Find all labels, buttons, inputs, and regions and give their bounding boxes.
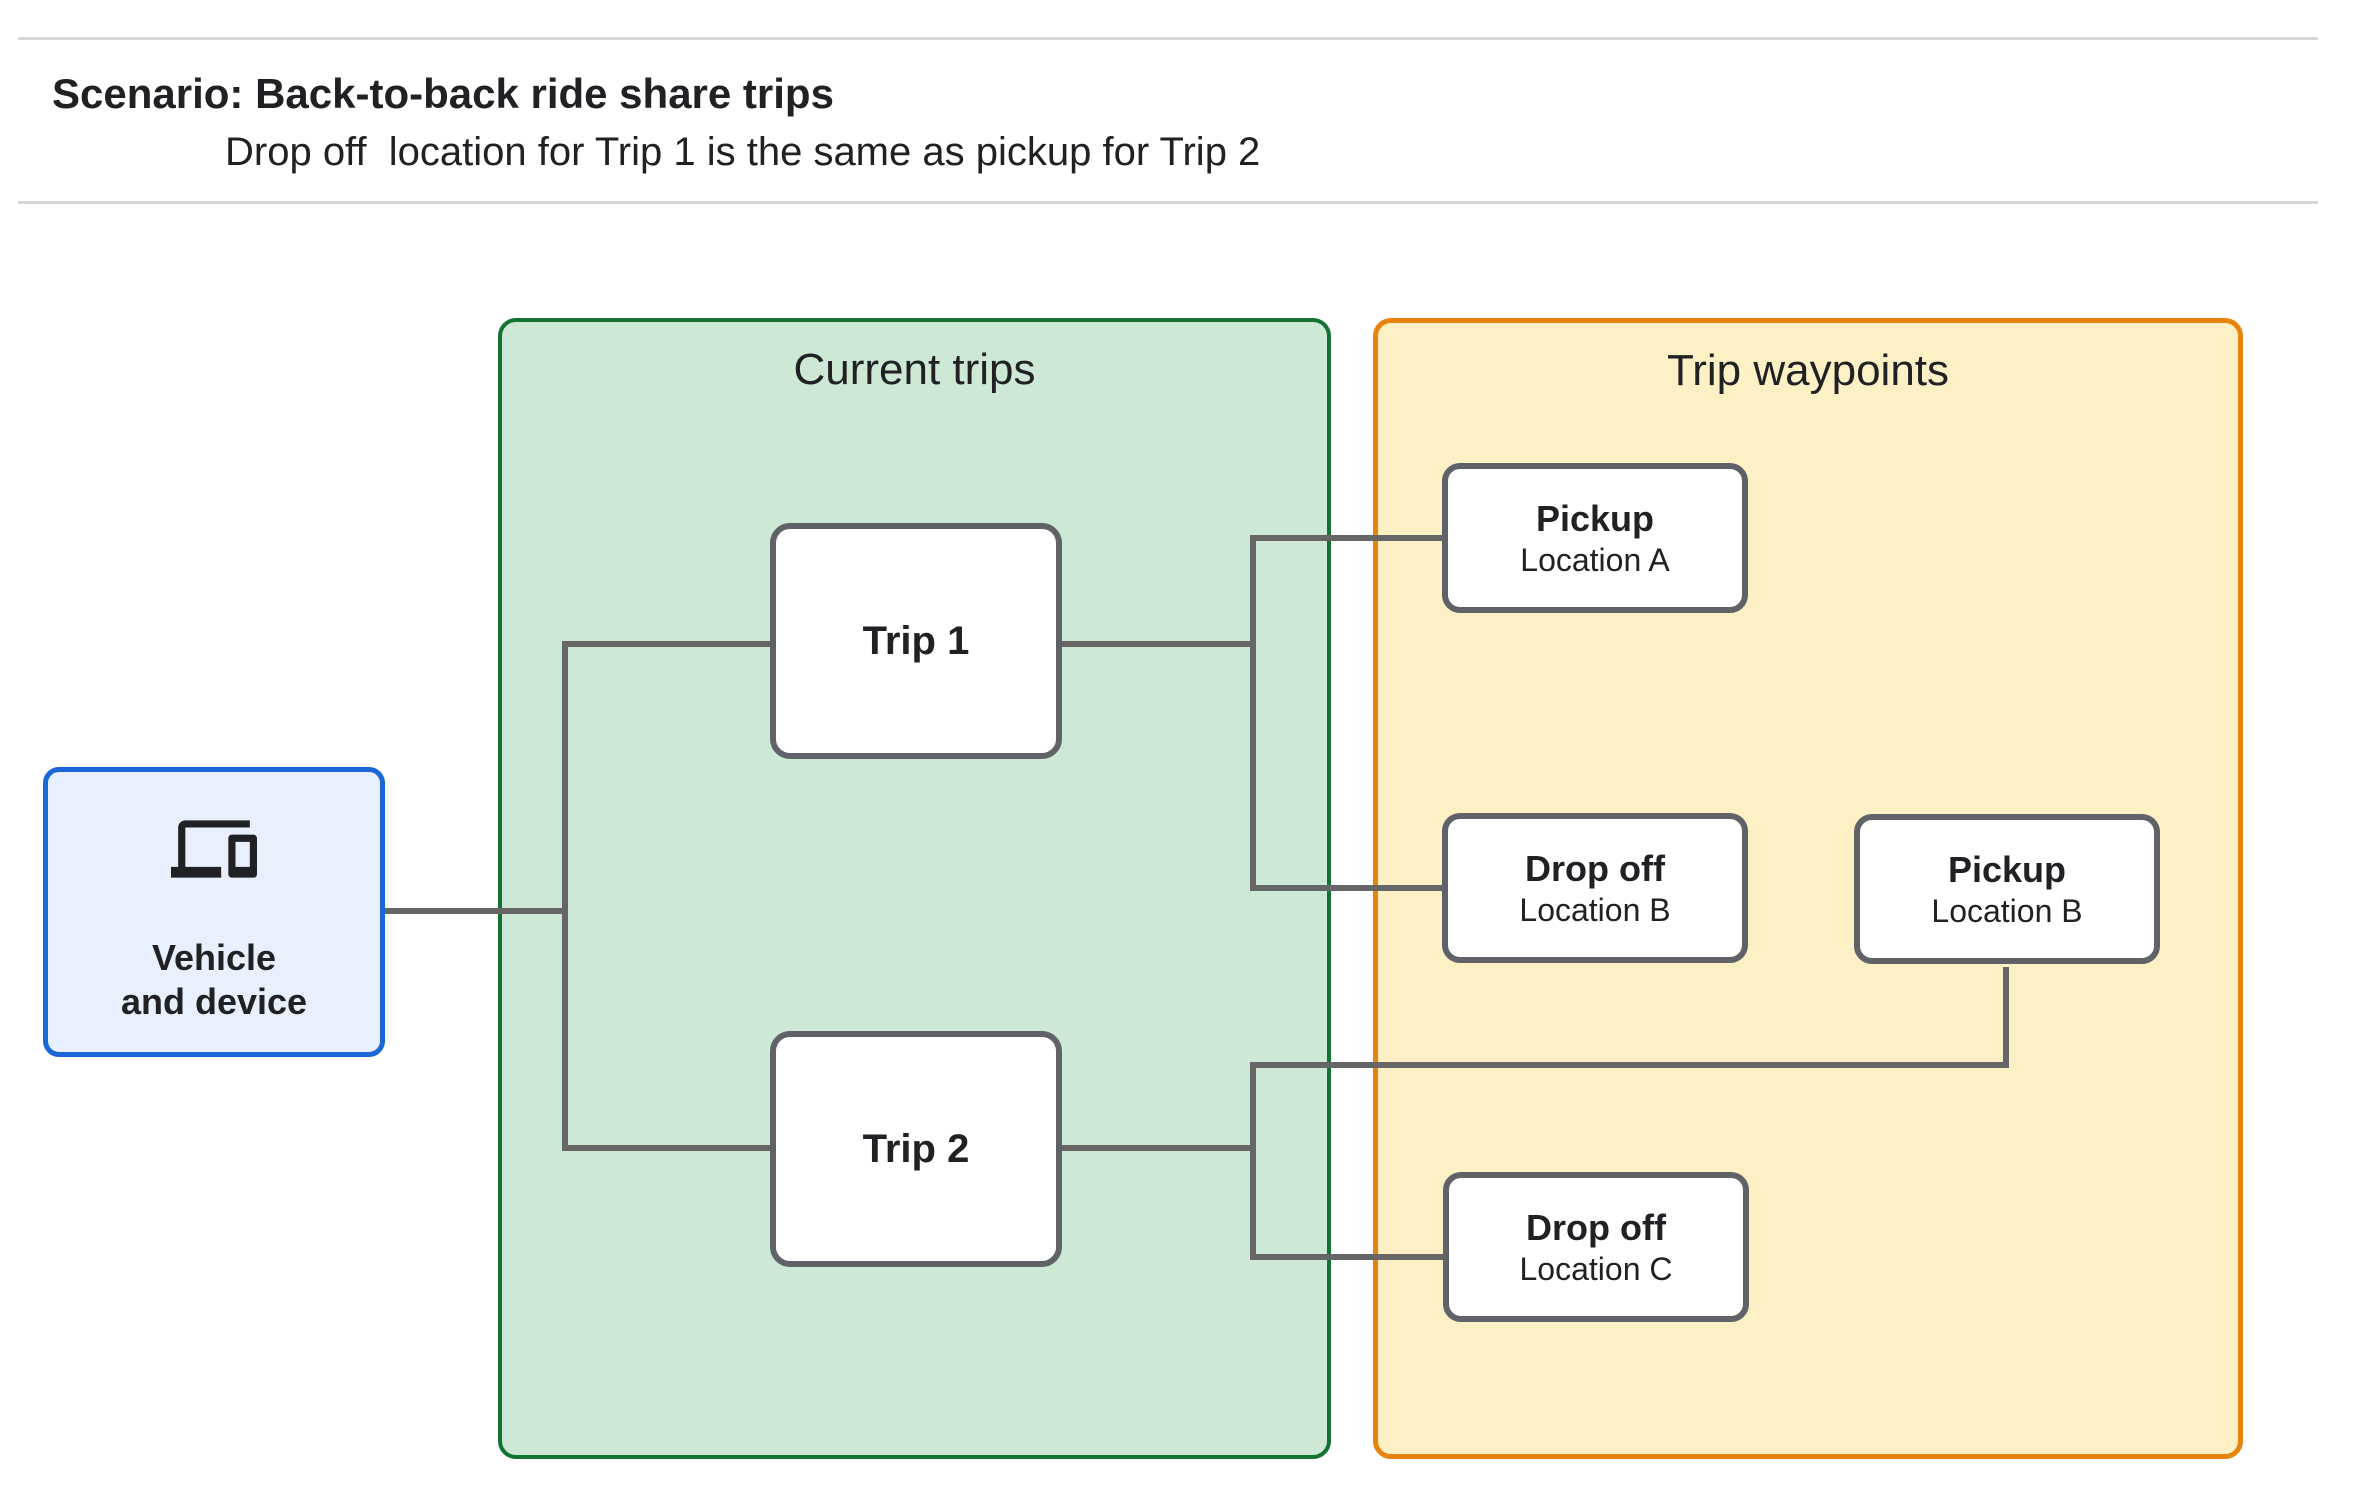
waypoint-location: Location A: [1520, 542, 1670, 578]
waypoint-dropoff-location-c: Drop off Location C: [1443, 1172, 1749, 1322]
waypoint-dropoff-location-b: Drop off Location B: [1442, 813, 1748, 963]
header-title: Scenario: Back-to-back ride share trips: [52, 70, 834, 117]
current-trips-title: Current trips: [793, 345, 1036, 394]
waypoint-location: Location B: [1931, 893, 2083, 929]
trip-1-label: Trip 1: [862, 618, 970, 663]
divider-bottom: [18, 201, 2318, 204]
vehicle-label-line1: Vehicle: [151, 937, 277, 978]
header-subtitle: Drop off location for Trip 1 is the same…: [225, 130, 1261, 174]
waypoint-type: Pickup: [1535, 498, 1655, 539]
connector-to-pickup-a: [1250, 535, 1442, 541]
trip-2-node: Trip 2: [770, 1031, 1062, 1267]
connector-pickup-b-down: [2003, 967, 2009, 1068]
vehicle-label-line2: and device: [120, 981, 308, 1022]
connector-junction-to-trip2: [562, 1145, 770, 1151]
divider-top: [18, 37, 2318, 40]
connector-trip2-junction-vertical: [1250, 1062, 1256, 1260]
connector-left-junction-vertical: [562, 641, 568, 1151]
trip-waypoints-title: Trip waypoints: [1666, 346, 1950, 395]
devices-icon: [171, 820, 257, 878]
connector-pickup-b-to-junction: [1250, 1062, 2009, 1068]
waypoint-location: Location C: [1519, 1251, 1673, 1287]
waypoint-type: Drop off: [1526, 1207, 1666, 1248]
waypoint-type: Drop off: [1525, 848, 1665, 889]
connector-junction-to-trip1: [562, 641, 770, 647]
trip-1-node: Trip 1: [770, 523, 1062, 759]
connector-vehicle-to-junction: [385, 908, 565, 914]
waypoint-pickup-location-b: Pickup Location B: [1854, 814, 2160, 964]
connector-trip2-to-waypoints: [1062, 1145, 1256, 1151]
connector-to-dropoff-c: [1250, 1254, 1443, 1260]
connector-to-dropoff-b: [1250, 885, 1442, 891]
waypoint-location: Location B: [1519, 892, 1671, 928]
current-trips-panel: Current trips: [498, 318, 1331, 1459]
vehicle-label: Vehicle and device: [121, 936, 307, 1024]
waypoint-type: Pickup: [1947, 849, 2067, 890]
waypoint-pickup-location-a: Pickup Location A: [1442, 463, 1748, 613]
vehicle-node: Vehicle and device: [43, 767, 385, 1057]
connector-trip1-to-waypoints: [1062, 641, 1256, 647]
trip-2-label: Trip 2: [862, 1126, 970, 1171]
connector-trip1-junction-vertical: [1250, 535, 1256, 891]
